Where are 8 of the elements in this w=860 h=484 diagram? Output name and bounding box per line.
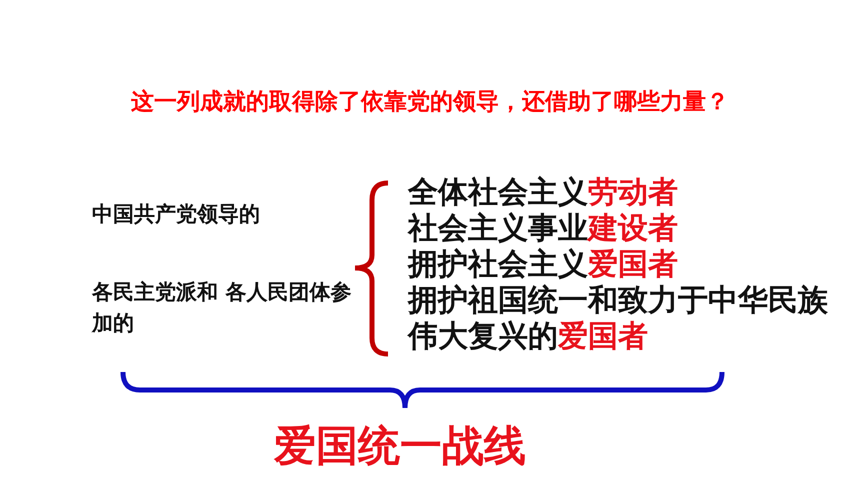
list-item: 社会主义事业建设者 — [408, 211, 679, 247]
list-item: 拥护祖国统一和致力于中华民族伟大复兴的爱国者 — [408, 283, 828, 355]
list-item: 全体社会主义劳动者 — [408, 175, 679, 211]
list-item: 拥护社会主义爱国者 — [408, 247, 679, 283]
group-label: 中国共产党领导的 — [92, 201, 261, 228]
group-label: 各民主党派和 各人民团体参加的 — [92, 279, 352, 337]
conclusion-label: 爱国统一战线 — [272, 420, 527, 472]
question-heading: 这一列成就的取得除了依靠党的领导，还借助了哪些力量？ — [130, 88, 730, 117]
